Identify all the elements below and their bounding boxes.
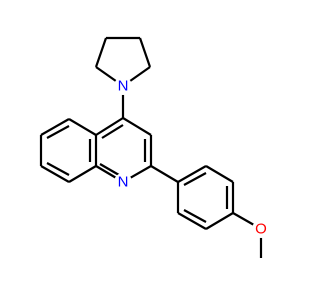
bond-ph-c4-c5 xyxy=(205,212,234,230)
bond-ph-c1-c2-double xyxy=(183,172,207,186)
bond-c4a-c4 xyxy=(95,117,124,136)
quinoline-n-label: N xyxy=(118,174,129,191)
methoxy-o-label: O xyxy=(255,221,267,238)
bond-c8-c8a xyxy=(68,165,97,183)
methoxyphenyl-ring xyxy=(176,165,235,230)
atom-methoxy-o: O xyxy=(252,220,270,238)
molecule-structure: N N O xyxy=(39,36,270,258)
bond-c5-c6-double xyxy=(46,125,70,139)
quinoline-pyridine-ring xyxy=(94,117,153,183)
bond-c4a-c4-double xyxy=(101,124,124,139)
bond-c7-c8 xyxy=(40,165,70,183)
pyrrolidine-n-label: N xyxy=(118,78,129,95)
bond-pyr-c3-c4 xyxy=(138,37,152,68)
quinoline-benzo-ring xyxy=(39,118,97,183)
bond-c4a-c5 xyxy=(68,118,97,136)
bond-c7-c8-double xyxy=(46,162,70,176)
atom-quinoline-n: N xyxy=(114,173,132,191)
bond-c5-c6 xyxy=(40,118,70,136)
pyrrolidine-ring xyxy=(94,36,152,87)
bond-n1-c8a-double xyxy=(99,163,120,176)
bond-ph-c2-c3 xyxy=(205,165,234,183)
bond-c2-phenyl xyxy=(150,165,179,183)
bond-c4-c3 xyxy=(122,117,152,136)
bond-ph-c5-c6-double xyxy=(183,209,207,223)
atom-pyrrolidine-n: N xyxy=(114,77,132,95)
bond-ph-c1-c2 xyxy=(177,165,207,183)
bond-ph-c5-c6 xyxy=(177,212,207,230)
bond-pyr-c1-c2 xyxy=(94,37,108,68)
